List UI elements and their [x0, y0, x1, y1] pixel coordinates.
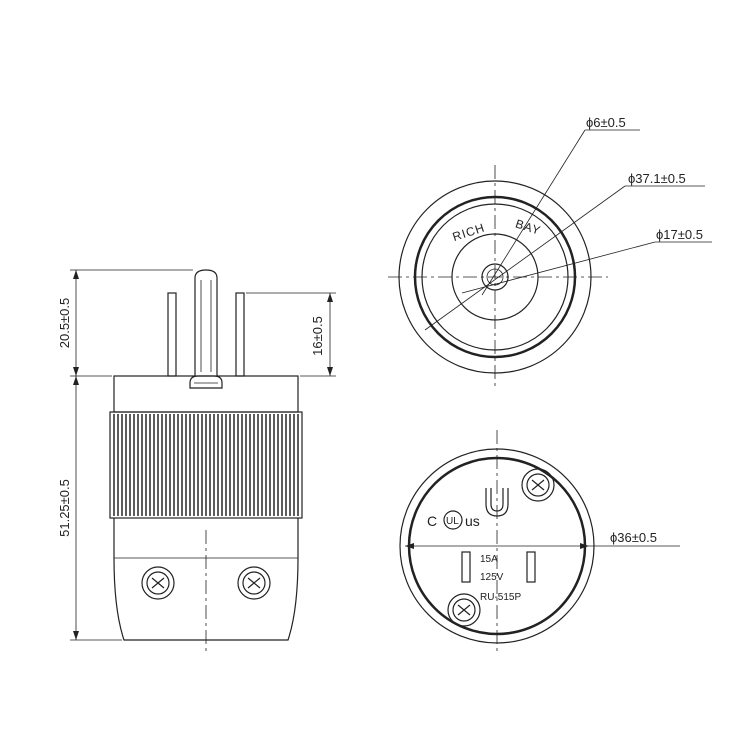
side-screw-left	[141, 566, 175, 600]
pin-clip	[189, 375, 223, 389]
side-screw-right	[237, 566, 271, 600]
cert-mark: C UL us	[427, 510, 480, 530]
dim-body-length: 51.25±0.5	[57, 479, 72, 537]
brand-left: RICH	[451, 220, 487, 244]
dim-pin-diameter: ϕ6±0.5	[586, 115, 626, 130]
dim-outer-diameter: ϕ37.1±0.5	[628, 171, 686, 186]
face-screw-bottom	[447, 593, 481, 627]
dim-face-diameter: ϕ36±0.5	[610, 530, 657, 545]
knurl-lines	[113, 414, 299, 516]
svg-text:us: us	[465, 513, 480, 529]
knurled-grip	[109, 411, 303, 519]
dim-blade-length: 16±0.5	[310, 316, 325, 356]
face-blade-left	[461, 551, 471, 583]
right-blade	[235, 292, 245, 377]
dim-prong-length: 20.5±0.5	[57, 298, 72, 349]
top-outer-ring	[398, 180, 592, 374]
dim-inner-diameter: ϕ17±0.5	[656, 227, 703, 242]
top-pin	[481, 263, 509, 291]
face-view: C UL us 15A 125V RU-515P ϕ36±0.5	[399, 430, 680, 655]
brand-right: BAY	[514, 217, 543, 238]
face-screw-top	[521, 468, 555, 502]
rating-current: 15A	[480, 554, 498, 565]
face-blade-right	[526, 551, 536, 583]
ground-pin	[194, 269, 218, 376]
top-inner-ring	[451, 233, 539, 321]
rating-voltage: 125V	[480, 572, 504, 583]
ground-slot	[485, 488, 509, 517]
left-blade	[167, 292, 177, 377]
model-number: RU-515P	[480, 592, 521, 603]
body-cap	[113, 375, 299, 413]
side-view: 20.5±0.5 51.25±0.5 16±0.5	[57, 269, 336, 655]
svg-text:C: C	[427, 513, 437, 529]
svg-text:UL: UL	[446, 516, 459, 527]
top-view: RICH BAY ϕ6±0.5 ϕ37.1±0.5 ϕ17±0.5	[388, 115, 712, 390]
